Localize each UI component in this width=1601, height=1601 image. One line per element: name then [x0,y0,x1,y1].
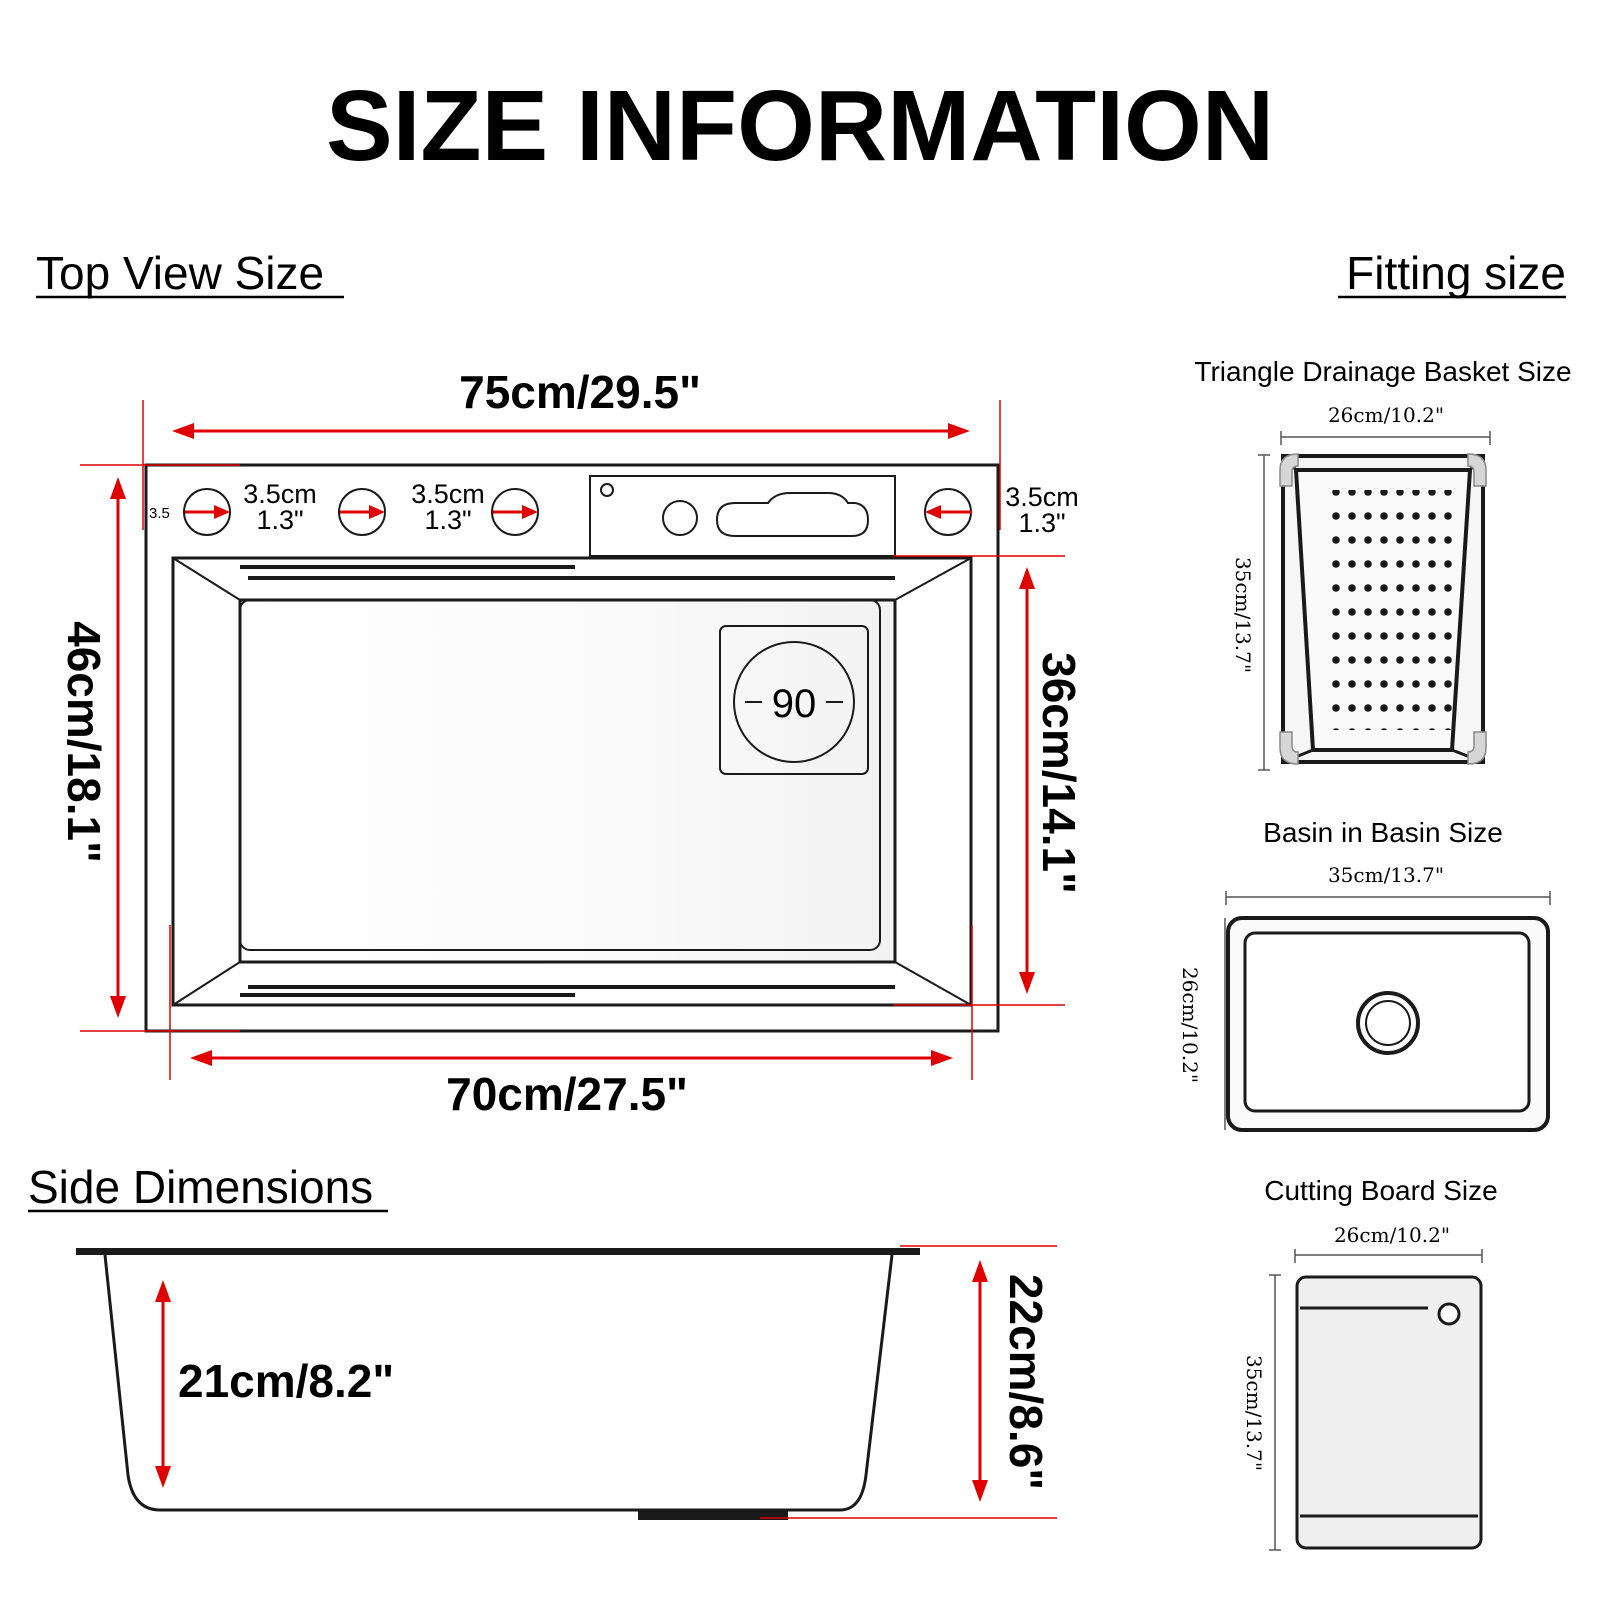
arrow-head [110,477,126,499]
basket-corner-cap [1467,453,1487,487]
bowl-outer-edge [171,556,973,1007]
bowl-inner-shelf [239,599,881,951]
arrow-head [522,505,538,519]
bowl-corner-line [172,961,241,1006]
sink-side-view: 21cm/8.2" 22cm/8.6" [76,1245,1057,1520]
hole-gap-2-cm: 3.5cm [411,479,485,509]
basket-corner-cap [1279,731,1299,765]
drain-box [719,625,869,775]
hole-gap-1-cm: 3.5cm [243,479,317,509]
basin-title: Basin in Basin Size [1263,817,1503,848]
board-length-label: 35cm/13.7" [1242,1355,1266,1471]
basket-corner-cap [1467,731,1487,765]
sink-top-view: 90 [144,463,1000,1033]
outer-height-label: 22cm/8.6" [1000,1274,1052,1490]
top-view-dimensions: 75cm/29.5" 46cm/18.1" 36cm/14.1" 70cm/27… [58,366,1085,1120]
arrow-head [1019,972,1035,994]
basket-width-label: 26cm/10.2" [1328,403,1444,427]
basin-width-label: 35cm/13.7" [1328,863,1444,887]
fitting-cutting-board: Cutting Board Size 26cm/10.2" 35cm/13.7" [1242,1175,1498,1551]
side-rim [76,1248,920,1255]
hole-gap-3-in: 1.3" [1018,508,1065,538]
bowl-corner-line [894,557,972,601]
basket-title: Triangle Drainage Basket Size [1194,356,1571,387]
bowl-width-label: 70cm/27.5" [446,1068,688,1120]
hole-gap-3-cm: 3.5cm [1005,482,1079,512]
hole-gap-1-in: 1.3" [256,505,303,535]
arrow-head [155,1280,171,1302]
arrow-head [172,423,194,439]
basin-drain-inner [1365,1000,1411,1046]
control-panel [589,475,896,557]
board-title: Cutting Board Size [1264,1175,1497,1206]
inner-height-label: 21cm/8.2" [178,1355,394,1407]
drain-circle-icon [733,641,855,763]
panel-hole [600,483,614,497]
board-body [1295,1275,1483,1550]
faucet-hole-icon [662,500,698,536]
sink-outer-outline [144,463,1000,1033]
waterfall-outlet-icon [715,492,870,537]
basket-holes [1324,490,1452,730]
arrow-head [155,1466,171,1488]
bowl-corner-line [894,961,972,1006]
arrow-head [110,996,126,1018]
overall-depth-label: 46cm/18.1" [58,621,110,863]
arrow-head [369,505,385,519]
arrow-head [972,1480,988,1502]
board-hang-hole-icon [1437,1302,1461,1326]
arrow-head [190,1050,212,1066]
arrow-head [931,1050,953,1066]
fitting-basket: Triangle Drainage Basket Size 26cm/10.2"… [1194,356,1572,771]
side-bowl-outline [103,1254,894,1512]
basket-length-label: 35cm/13.7" [1231,557,1255,673]
bowl-corner-line [172,557,241,601]
page-title: SIZE INFORMATION [326,70,1274,182]
arrow-head [214,505,230,519]
side-drain [638,1509,788,1520]
bowl-floor [238,598,897,964]
overall-width-label: 75cm/29.5" [459,366,701,418]
drain-label: 90 [772,682,817,726]
hole-gap-2-in: 1.3" [424,505,471,535]
basin-length-label: 26cm/10.2" [1178,967,1202,1083]
arrow-head [925,505,941,519]
section-heading-side: Side Dimensions [28,1161,373,1213]
board-width-label: 26cm/10.2" [1334,1223,1450,1247]
fitting-basin: Basin in Basin Size 35cm/13.7" 26cm/10.2… [1178,817,1551,1132]
arrow-head [1019,567,1035,589]
section-heading-fitting: Fitting size [1346,247,1566,299]
basket-corner-cap [1279,453,1299,487]
edge-gap-label: 3.5 [149,505,170,522]
arrow-head [972,1260,988,1282]
bowl-depth-label: 36cm/14.1" [1033,652,1085,894]
arrow-head [948,423,970,439]
section-heading-top-view: Top View Size [36,247,324,299]
